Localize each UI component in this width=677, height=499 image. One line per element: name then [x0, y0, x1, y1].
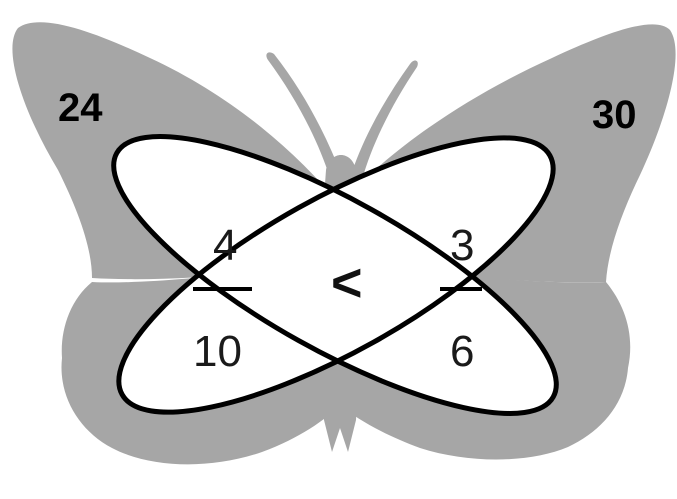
upper-right-value: 3 [450, 221, 474, 270]
lower-right-value: 6 [450, 327, 474, 376]
top-right-value: 30 [592, 93, 637, 137]
top-left-value: 24 [58, 86, 103, 130]
comparison-symbol: < [331, 253, 363, 313]
lower-left-value: 10 [193, 327, 242, 376]
upper-left-value: 4 [213, 221, 237, 270]
